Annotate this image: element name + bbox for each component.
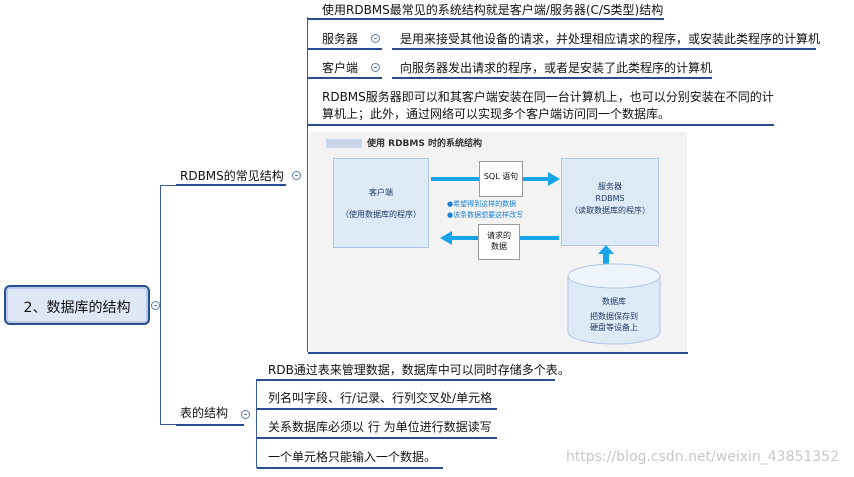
connector — [256, 379, 257, 468]
request-arrow-head-icon — [548, 172, 560, 186]
item-collapse-icon[interactable] — [371, 34, 380, 43]
item-deployment-line2[interactable]: 算机上；此外，通过网络可以实现多个客户端访问同一个数据库。 — [322, 107, 671, 121]
database-title: 数据库 — [602, 297, 626, 306]
item-collapse-icon[interactable] — [371, 63, 380, 72]
item-cs-structure[interactable]: 使用RDBMS最常见的系统结构就是客户端/服务器(C/S类型)结构 — [322, 3, 664, 17]
item-underline — [308, 18, 664, 20]
item-underline — [257, 379, 555, 381]
item-underline — [257, 408, 497, 410]
db-connection-arrow — [603, 252, 609, 270]
branch-collapse-icon[interactable] — [292, 171, 301, 180]
item-underline — [257, 467, 443, 469]
item-underline — [392, 77, 712, 79]
branch-table-structure[interactable]: 表的结构 — [180, 406, 229, 420]
server-node-sub: （读取数据库的程序） — [570, 206, 650, 215]
figure-title-marker — [326, 139, 362, 148]
requested-data-line2: 数据 — [491, 242, 507, 251]
connector — [160, 185, 176, 186]
item-server-term[interactable]: 服务器 — [322, 32, 359, 46]
table-item-1[interactable]: RDB通过表来管理数据，数据库中可以同时存储多个表。 — [268, 363, 570, 377]
response-arrow-head-icon — [440, 231, 452, 245]
item-underline — [257, 437, 497, 439]
client-node-title: 客户端 — [369, 188, 393, 197]
figure-underline — [308, 352, 688, 354]
connector — [160, 185, 161, 425]
table-item-4[interactable]: 一个单元格只能输入一个数据。 — [268, 450, 437, 464]
client-node-sub: （使用数据库的程序） — [341, 210, 421, 219]
server-node: 服务器 RDBMS （读取数据库的程序） — [561, 158, 659, 246]
figure-title: 使用 RDBMS 时的系统结构 — [367, 139, 482, 149]
item-underline — [392, 48, 816, 50]
table-item-2[interactable]: 列名叫字段、行/记录、行列交叉处/单元格 — [268, 391, 493, 405]
item-deployment-line1[interactable]: RDBMS服务器即可以和其客户端安装在同一台计算机上，也可以分别安装在不同的计 — [322, 90, 774, 104]
database-cylinder-icon — [567, 263, 661, 345]
root-topic-label: 2、数据库的结构 — [23, 300, 131, 316]
connector — [160, 424, 176, 425]
connector — [307, 17, 308, 352]
branch-underline — [176, 184, 286, 186]
branch-collapse-icon[interactable] — [241, 410, 250, 419]
item-client-definition[interactable]: 向服务器发出请求的程序，或者是安装了此类程序的计算机 — [400, 61, 713, 75]
root-collapse-icon[interactable] — [151, 301, 160, 310]
branch-rdbms-structure[interactable]: RDBMS的常见结构 — [180, 169, 284, 183]
watermark: https://blog.csdn.net/weixin_43851352 — [566, 449, 840, 465]
client-node: 客户端 （使用数据库的程序） — [333, 158, 429, 248]
requested-data-line1: 请求的 — [487, 231, 511, 240]
db-arrow-up-icon — [598, 245, 614, 254]
root-topic[interactable]: 2、数据库的结构 — [4, 285, 150, 325]
sql-statement-doc: SQL 语句 — [479, 161, 523, 197]
table-item-3[interactable]: 关系数据库必须以 行 为单位进行数据读写 — [268, 420, 492, 434]
item-server-definition[interactable]: 是用来接受其他设备的请求，并处理相应请求的程序，或安装此类程序的计算机 — [400, 32, 821, 46]
figure-bullet: ●该条数据想要这样改写 — [447, 211, 524, 219]
item-client-term[interactable]: 客户端 — [322, 61, 359, 75]
figure-bullet: ●希望得到这样的数据 — [447, 200, 517, 208]
database-line1: 把数据保存到 — [590, 312, 638, 321]
item-underline — [308, 48, 382, 50]
server-node-name: RDBMS — [595, 194, 625, 203]
branch-underline — [176, 424, 244, 426]
database-line2: 硬盘等设备上 — [590, 323, 638, 332]
sql-statement-label: SQL 语句 — [483, 172, 519, 181]
requested-data-doc: 请求的 数据 — [478, 224, 520, 260]
server-node-title: 服务器 — [598, 182, 622, 191]
item-underline — [308, 77, 382, 79]
item-underline — [308, 124, 774, 126]
database-labels: 数据库 把数据保存到 硬盘等设备上 — [566, 296, 662, 333]
